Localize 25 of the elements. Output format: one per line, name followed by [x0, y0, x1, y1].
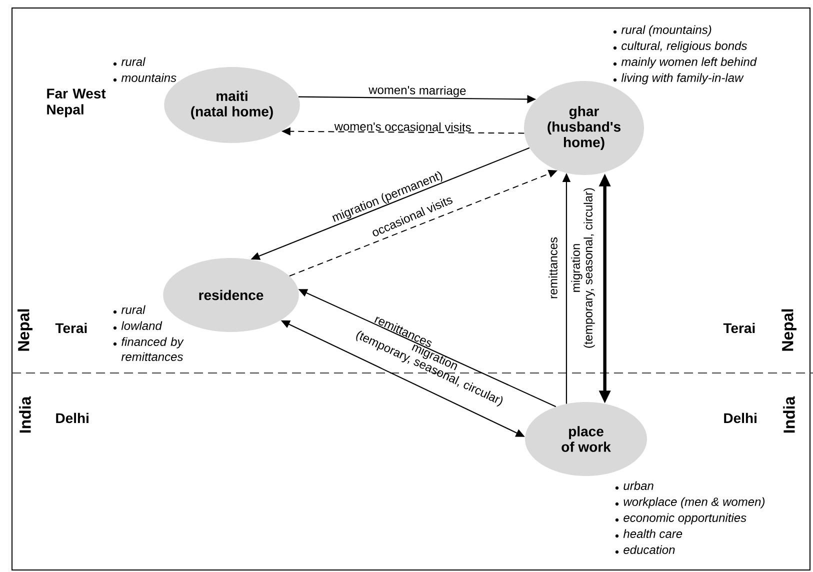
bullet-note: lowland — [113, 321, 162, 330]
bullet-note: financed by remittances — [113, 337, 184, 361]
edge-label: women's marriage — [368, 86, 466, 98]
region-label: Terai — [723, 322, 755, 334]
edge-label: women's occasional visits — [334, 122, 471, 132]
edge-label: remittances — [548, 237, 558, 298]
bullet-note: rural — [113, 57, 146, 66]
bullet-note: education — [615, 545, 675, 554]
region-label: India — [19, 396, 31, 433]
region-label: India — [783, 396, 795, 433]
region-label: Far West Nepal — [47, 88, 106, 118]
region-label: Delhi — [724, 412, 756, 424]
bullet-note: health care — [615, 529, 682, 538]
region-label: Nepal — [782, 309, 796, 351]
bullet-note: rural — [113, 305, 146, 314]
edge-label: migration (temporary, seasonal, circular) — [571, 188, 595, 348]
region-label: Delhi — [56, 412, 88, 424]
bullet-note: mainly women left behind — [613, 57, 757, 68]
region-label: Nepal — [18, 309, 32, 351]
bullet-note: rural (mountains) — [613, 25, 712, 36]
bullet-note: workplace (men & women) — [615, 497, 764, 508]
region-label: Terai — [55, 322, 87, 334]
bullet-note: urban — [615, 481, 654, 490]
bullet-note: cultural, religious bonds — [613, 41, 747, 52]
bullet-note: economic opportunities — [615, 513, 746, 524]
